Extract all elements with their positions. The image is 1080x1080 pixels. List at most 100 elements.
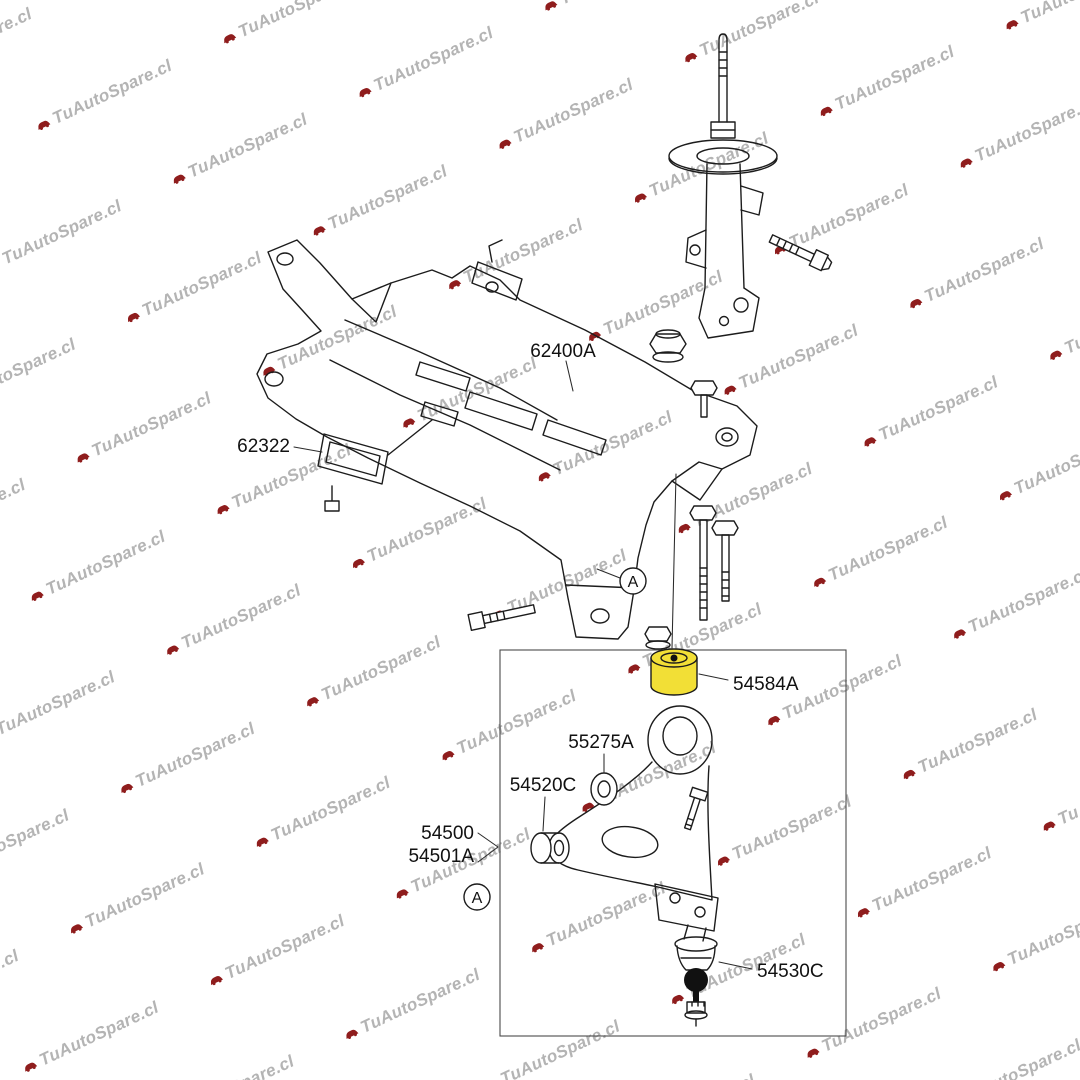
watermark-item: TuAutoSpare.cl: [218, 0, 361, 50]
watermark-car-logo-icon: [121, 783, 134, 794]
watermark-car-logo-icon: [954, 629, 967, 639]
watermark-item: TuAutoSpare.cl: [679, 0, 822, 69]
watermark-item: TuAutoSpare.cl: [1000, 0, 1080, 36]
mount-bolt-long-2: [711, 520, 739, 602]
label-crossmember-62400a: 62400A: [530, 341, 596, 362]
watermark-item: TuAutoSpare.cl: [493, 75, 636, 156]
strut-mount-bolt: [768, 234, 833, 272]
watermark-car-logo-icon: [820, 106, 833, 117]
watermark-item: TuAutoSpare.cl: [391, 824, 534, 905]
watermark-car-logo-icon: [864, 437, 877, 447]
watermark-car-logo-icon: [672, 994, 685, 1005]
front-bushing-54520c: [530, 832, 570, 864]
watermark-car-logo-icon: [960, 158, 973, 168]
watermark-car-logo-icon: [173, 174, 186, 184]
bushing-body: [650, 657, 698, 696]
watermark-item: TuAutoSpare.cl: [762, 651, 905, 732]
watermark-item: TuAutoSpare.cl: [526, 878, 669, 959]
watermark-item: TuAutoSpare.cl: [994, 426, 1080, 507]
watermark-car-logo-icon: [210, 975, 223, 986]
mount-nut: [644, 626, 672, 650]
watermark-item: TuAutoSpare.cl: [161, 581, 304, 662]
watermark-item: TuAutoSpare.cl: [436, 686, 579, 767]
watermark-car-logo-icon: [127, 312, 140, 323]
watermark-car-logo-icon: [359, 87, 372, 98]
label-ball-joint-54530c: 54530C: [757, 961, 824, 982]
watermark-car-logo-icon: [346, 1029, 359, 1039]
watermark-car-logo-icon: [224, 34, 237, 44]
watermark-item: TuAutoSpare.cl: [718, 321, 861, 402]
watermark-item: TuAutoSpare.cl: [858, 372, 1001, 453]
watermark-car-logo-icon: [685, 52, 698, 63]
watermark-item: TuAutoSpare.cl: [168, 110, 311, 191]
leader-lines: [293, 360, 753, 970]
watermark-car-logo-icon: [31, 591, 44, 601]
view-marker-a-1: A: [619, 567, 647, 595]
watermark-car-logo-icon: [313, 226, 326, 236]
watermark-car-logo-icon: [307, 697, 320, 707]
watermark-car-logo-icon: [71, 924, 84, 934]
watermark-item: TuAutoSpare.cl: [71, 388, 214, 469]
watermark-item: TuAutoSpare.cl: [308, 161, 451, 242]
watermark-car-logo-icon: [353, 558, 366, 569]
watermark-car-logo-icon: [1006, 20, 1019, 30]
watermark-car-logo-icon: [678, 523, 691, 534]
label-arm-54500: 54500: [421, 823, 474, 844]
watermark-car-logo-icon: [538, 472, 551, 482]
subframe-lower-bolt: [467, 604, 536, 632]
label-arm-54501a: 54501A: [408, 846, 474, 867]
watermark-item: TuAutoSpare.cl: [211, 440, 354, 521]
watermark-item: TuAutoSpare.cl: [65, 859, 208, 940]
ball-joint-54530c: [674, 924, 718, 1027]
watermark-item: TuAutoSpare.cl: [898, 705, 1041, 786]
watermark-item: TuAutoSpare.cl: [1044, 286, 1080, 367]
watermark-car-logo-icon: [910, 298, 923, 309]
watermark-car-logo-icon: [449, 280, 462, 290]
watermark-item: TuAutoSpare.cl: [353, 23, 496, 104]
view-marker-a-2: A: [463, 883, 491, 911]
label-bracket-62322: 62322: [237, 436, 290, 457]
watermark-item: TuAutoSpare.cl: [815, 42, 958, 123]
watermark-item: TuAutoSpare.cl: [808, 513, 951, 594]
watermark-car-logo-icon: [256, 837, 269, 847]
rear-bushing-55275a: [590, 772, 618, 806]
arm-bolt: [683, 786, 709, 831]
watermark-car-logo-icon: [545, 1, 558, 11]
watermark-item: TuAutoSpare.cl: [1038, 757, 1080, 838]
watermark-item: TuAutoSpare.cl: [987, 897, 1080, 978]
watermark-car-logo-icon: [38, 120, 51, 130]
watermark-item: TuAutoSpare.cl: [801, 984, 944, 1065]
watermark-car-logo-icon: [442, 750, 455, 761]
watermark-car-logo-icon: [724, 385, 737, 395]
mount-bolt-small: [690, 380, 718, 418]
watermark-item: TuAutoSpare.cl: [19, 998, 162, 1079]
label-rear-bushing-55275a: 55275A: [568, 732, 634, 753]
watermark-item: TuAutoSpare.cl: [115, 719, 258, 800]
bracket-62322: [317, 401, 459, 512]
watermark-item: TuAutoSpare.cl: [712, 792, 855, 873]
watermark-item: TuAutoSpare.cl: [948, 565, 1080, 646]
watermark-item: TuAutoSpare.cl: [539, 0, 682, 17]
watermark-car-logo-icon: [814, 577, 827, 587]
watermark-car-logo-icon: [396, 889, 409, 899]
watermark-item: TuAutoSpare.cl: [852, 843, 995, 924]
watermark-car-logo-icon: [903, 769, 916, 780]
subframe-crossmember: [256, 239, 758, 640]
strut-rod-nut: [649, 329, 687, 363]
watermark-item: TuAutoSpare.cl: [443, 215, 586, 296]
watermark-item: TuAutoSpare.cl: [666, 930, 809, 1011]
watermark-car-logo-icon: [25, 1062, 38, 1072]
watermark-car-logo-icon: [167, 645, 180, 655]
watermark-car-logo-icon: [217, 505, 230, 515]
bushing-54584a-highlighted: [650, 648, 698, 696]
watermark-item: TuAutoSpare.cl: [622, 599, 765, 680]
watermark-item: TuAutoSpare.cl: [629, 129, 772, 210]
view-marker-a-1-label: A: [628, 574, 639, 591]
watermark-car-logo-icon: [1043, 821, 1056, 831]
watermark-car-logo-icon: [993, 961, 1006, 972]
watermark-car-logo-icon: [807, 1048, 820, 1058]
